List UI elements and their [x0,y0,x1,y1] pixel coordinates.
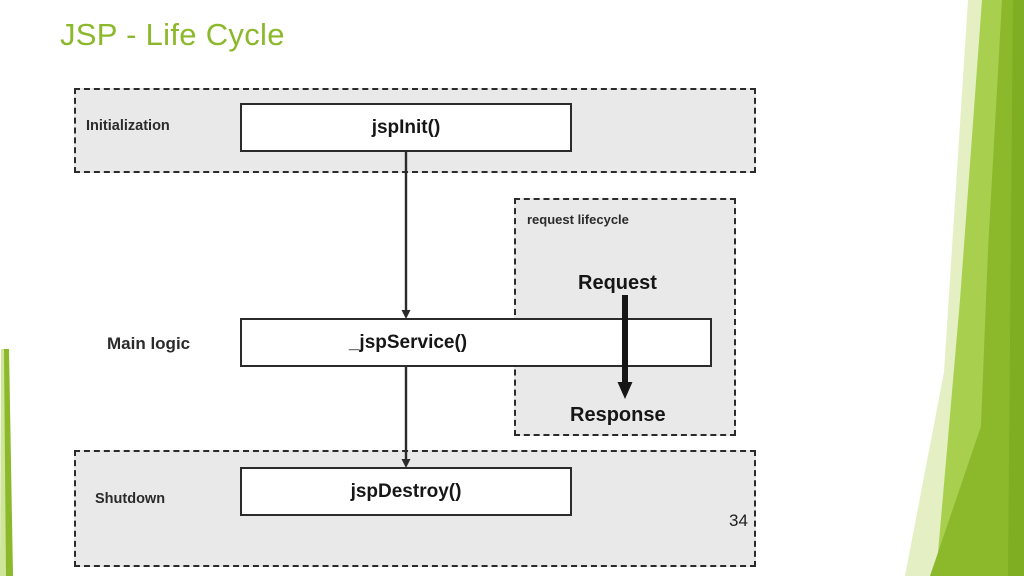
method-box-jspdestroy: jspDestroy() [240,467,572,516]
flow-label-response: Response [570,404,666,426]
page-title: JSP - Life Cycle [60,17,285,52]
method-label-jspdestroy: jspDestroy() [350,480,462,502]
phase-label-main-logic: Main logic [107,334,191,353]
phase-label-shutdown: Shutdown [95,491,166,507]
method-label-jspservice: _jspService() [348,331,468,353]
flow-label-request: Request [578,272,657,294]
phase-label-request-lifecycle: request lifecycle [527,212,629,227]
method-label-jspinit: jspInit() [371,116,441,138]
slide-number: 34 [729,511,748,530]
method-box-jspinit: jspInit() [240,103,572,152]
phase-label-initialization: Initialization [86,118,170,134]
method-box-jspservice: _jspService() [240,318,712,367]
